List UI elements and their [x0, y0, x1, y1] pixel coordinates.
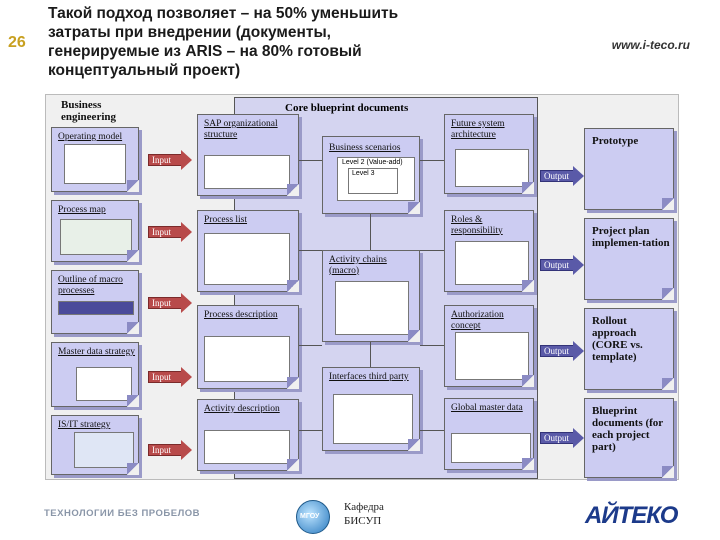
doc-title: SAP organizational structure — [204, 119, 278, 140]
doc-title: Global master data — [451, 403, 523, 413]
connector-line — [370, 214, 371, 250]
doc-sap-org-structure: SAP organizational structure — [197, 114, 299, 196]
input-arrow: Input — [148, 222, 192, 242]
input-arrow: Input — [148, 440, 192, 460]
level3-label: Level 3 — [352, 170, 375, 177]
doc-activity-chains: Activity chains (macro) — [322, 250, 420, 342]
department-line-1: Кафедра — [344, 501, 384, 513]
doc-interfaces-third-party: Interfaces third party — [322, 367, 420, 451]
connector-line — [370, 342, 371, 367]
output-arrow: Output — [540, 428, 584, 448]
doc-title: Rollout approach (CORE vs. template) — [592, 315, 643, 363]
doc-future-system-architecture: Future system architecture — [444, 114, 534, 194]
connector-line — [299, 160, 322, 161]
doc-authorization-concept: Authorization concept — [444, 305, 534, 387]
connector-line — [420, 345, 444, 346]
left-column-title: Business engineering — [61, 99, 116, 123]
doc-thumbnail — [204, 430, 290, 464]
doc-thumbnail — [58, 301, 134, 315]
output-label: Output — [544, 260, 570, 270]
doc-thumbnail — [64, 144, 126, 184]
website-url[interactable]: www.i-teco.ru — [611, 38, 690, 52]
output-arrow: Output — [540, 255, 584, 275]
doc-thumbnail — [204, 155, 290, 189]
doc-title: Future system architecture — [451, 119, 505, 140]
doc-thumbnail — [74, 432, 134, 468]
input-arrow: Input — [148, 150, 192, 170]
input-arrow: Input — [148, 367, 192, 387]
doc-title: Roles & responsibility — [451, 215, 503, 236]
slide-number: 26 — [8, 34, 26, 51]
connector-line — [420, 160, 444, 161]
doc-activity-description: Activity description — [197, 399, 299, 471]
doc-thumbnail — [333, 394, 413, 444]
doc-business-scenarios: Business scenarios Level 2 (Value-add) L… — [322, 136, 420, 214]
doc-outline-macro-processes: Outline of macro processes — [51, 270, 139, 334]
department-logo: МГОУ — [296, 500, 330, 534]
doc-title: Business scenarios — [329, 143, 401, 153]
output-label: Output — [544, 346, 570, 356]
slide-title: Такой подход позволяет – на 50% уменьшит… — [48, 5, 399, 79]
connector-line — [420, 250, 444, 251]
doc-title: Process map — [58, 205, 106, 215]
doc-process-list: Process list — [197, 210, 299, 292]
output-arrow: Output — [540, 166, 584, 186]
doc-global-master-data: Global master data — [444, 398, 534, 470]
doc-title: Activity chains (macro) — [329, 255, 387, 276]
connector-line — [420, 430, 444, 431]
doc-thumbnail — [204, 233, 290, 285]
output-arrow: Output — [540, 341, 584, 361]
company-slogan: ТЕХНОЛОГИИ БЕЗ ПРОБЕЛОВ — [44, 508, 200, 519]
doc-title: Master data strategy — [58, 347, 136, 357]
core-title: Core blueprint documents — [285, 102, 409, 114]
doc-title: Process list — [204, 215, 248, 225]
doc-roles-responsibility: Roles & responsibility — [444, 210, 534, 292]
doc-title: Process description — [204, 310, 278, 320]
doc-process-description: Process description — [197, 305, 299, 389]
doc-thumbnail — [204, 336, 290, 382]
doc-thumbnail — [60, 219, 132, 255]
input-label: Input — [152, 298, 171, 308]
connector-line — [299, 250, 322, 251]
doc-thumbnail — [76, 367, 132, 401]
doc-title: Project plan implemen-tation — [592, 225, 670, 249]
department-line-2: БИСУП — [344, 515, 382, 527]
brand-logo: АЙТЕКО — [585, 502, 678, 529]
input-arrow: Input — [148, 293, 192, 313]
nested-box: Level 3 — [348, 168, 398, 194]
connector-line — [299, 430, 322, 431]
doc-thumbnail — [455, 149, 529, 187]
doc-title: IS/IT strategy — [58, 420, 111, 430]
input-label: Input — [152, 445, 171, 455]
input-label: Input — [152, 227, 171, 237]
doc-project-plan: Project plan implemen-tation — [584, 218, 674, 300]
doc-operating-model: Operating model — [51, 127, 139, 192]
doc-thumbnail — [451, 433, 531, 463]
doc-title: Interfaces third party — [329, 372, 409, 382]
input-label: Input — [152, 155, 171, 165]
output-label: Output — [544, 171, 570, 181]
doc-title: Outline of macro processes — [58, 275, 123, 296]
department-logo-text: МГОУ — [300, 513, 320, 520]
input-label: Input — [152, 372, 171, 382]
doc-thumbnail — [455, 332, 529, 380]
doc-title: Operating model — [58, 132, 123, 142]
department-name: Кафедра БИСУП — [344, 500, 384, 528]
doc-thumbnail: Level 2 (Value-add) Level 3 — [337, 157, 415, 201]
level2-label: Level 2 (Value-add) — [342, 159, 403, 166]
doc-thumbnail — [455, 241, 529, 285]
doc-title: Prototype — [592, 135, 639, 147]
doc-title: Authorization concept — [451, 310, 504, 331]
doc-thumbnail — [335, 281, 409, 335]
doc-master-data-strategy: Master data strategy — [51, 342, 139, 407]
doc-prototype: Prototype — [584, 128, 674, 210]
doc-rollout-approach: Rollout approach (CORE vs. template) — [584, 308, 674, 390]
doc-it-strategy: IS/IT strategy — [51, 415, 139, 475]
doc-title: Blueprint documents (for each project pa… — [592, 405, 663, 453]
doc-blueprint-documents: Blueprint documents (for each project pa… — [584, 398, 674, 478]
doc-title: Activity description — [204, 404, 280, 414]
output-label: Output — [544, 433, 570, 443]
doc-process-map: Process map — [51, 200, 139, 262]
connector-line — [299, 345, 322, 346]
